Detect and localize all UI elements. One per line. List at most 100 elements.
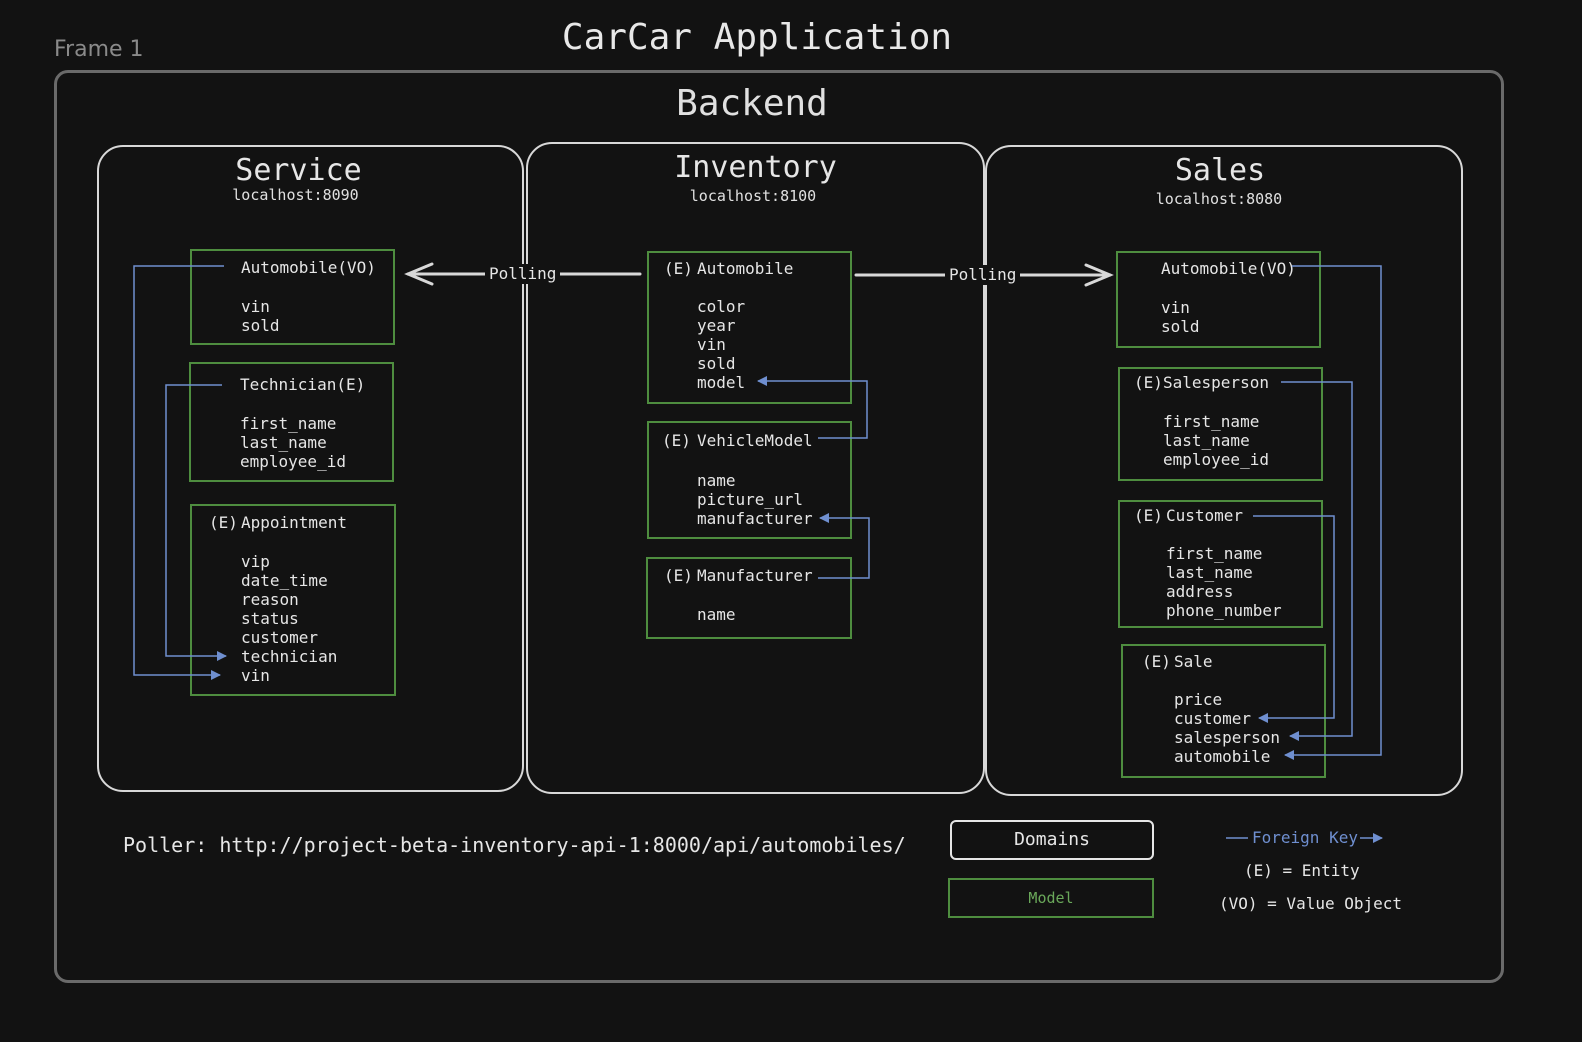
sales-customer-model <box>1118 500 1323 628</box>
service-appointment-field: status <box>241 609 299 628</box>
service-appointment-tag: (E) <box>209 513 238 532</box>
backend-title: Backend <box>676 83 828 124</box>
inventory-automobile-name: Automobile <box>697 259 794 278</box>
sales-title: Sales <box>1174 153 1266 188</box>
sales-customer-field: address <box>1166 582 1234 601</box>
legend-model: Model <box>948 878 1154 918</box>
polling-label-right: Polling <box>945 265 1021 285</box>
sales-salesperson-field: first_name <box>1163 412 1260 431</box>
sales-salesperson-model <box>1118 367 1323 481</box>
service-title: Service <box>235 153 362 188</box>
inventory-automobile-tag: (E) <box>664 259 693 278</box>
service-appointment-field: customer <box>241 628 319 647</box>
service-technician-field: last_name <box>240 433 327 452</box>
inventory-vehiclemodel-field: picture_url <box>697 490 803 509</box>
sales-salesperson-field: last_name <box>1163 431 1250 450</box>
inventory-automobile-field: sold <box>697 354 736 373</box>
legend-domains: Domains <box>950 820 1154 860</box>
inventory-manufacturer-tag: (E) <box>664 566 693 585</box>
service-domain <box>97 145 524 792</box>
inventory-domain <box>526 142 985 794</box>
sales-salesperson-name: Salesperson <box>1163 373 1269 392</box>
sales-salesperson-field: employee_id <box>1163 450 1269 469</box>
inventory-automobile-field: year <box>697 316 736 335</box>
sales-sale-name: Sale <box>1174 652 1213 671</box>
app-title: CarCar Application <box>561 17 953 58</box>
fk-sales-automobile <box>1284 265 1382 760</box>
inventory-vehiclemodel-name: VehicleModel <box>697 431 813 450</box>
inventory-automobile-field: color <box>697 297 746 316</box>
sales-host: localhost:8080 <box>1155 190 1283 208</box>
sales-sale-field: automobile <box>1174 747 1271 766</box>
service-technician-name: Technician(E) <box>240 375 366 394</box>
service-appointment-field: technician <box>241 647 338 666</box>
service-automobile-vo-field: sold <box>241 316 280 335</box>
inventory-title: Inventory <box>674 150 837 185</box>
inventory-manufacturer-name: Manufacturer <box>697 566 813 585</box>
sales-customer-name: Customer <box>1166 506 1244 525</box>
frame-label: Frame 1 <box>54 37 144 62</box>
service-host: localhost:8090 <box>232 186 359 204</box>
fk-inventory-model <box>757 376 868 439</box>
service-automobile-vo-model <box>190 249 395 345</box>
sales-customer-tag: (E) <box>1134 506 1163 525</box>
legend-value-object: (VO) = Value Object <box>1219 894 1403 913</box>
inventory-vehiclemodel-field: manufacturer <box>697 509 813 528</box>
sales-customer-field: first_name <box>1166 544 1263 563</box>
sales-automobile-vo-field: vin <box>1161 298 1190 317</box>
poller-url: Poller: http://project-beta-inventory-ap… <box>123 833 906 857</box>
sales-automobile-vo-model <box>1116 251 1321 348</box>
sales-sale-field: price <box>1174 690 1223 709</box>
sales-customer-field: phone_number <box>1166 601 1282 620</box>
service-technician-model <box>189 362 394 482</box>
fk-service-vin <box>133 265 224 680</box>
sales-sale-tag: (E) <box>1142 652 1171 671</box>
fk-service-technician <box>165 384 227 661</box>
legend-entity: (E) = Entity <box>1244 861 1360 880</box>
inventory-automobile-model <box>647 251 852 404</box>
frame-container <box>54 70 1504 983</box>
service-technician-field: first_name <box>240 414 337 433</box>
sales-automobile-vo-name: Automobile(VO) <box>1161 259 1296 278</box>
sales-sale-field: salesperson <box>1174 728 1280 747</box>
sales-domain <box>985 145 1463 796</box>
legend-foreign-key: Foreign Key <box>1252 828 1358 847</box>
inventory-vehiclemodel-field: name <box>697 471 736 490</box>
inventory-vehiclemodel-model <box>647 421 852 539</box>
inventory-manufacturer-model <box>646 557 852 639</box>
sales-sale-field: customer <box>1174 709 1252 728</box>
polling-label-left: Polling <box>485 264 561 284</box>
inventory-manufacturer-fields: name <box>697 605 736 624</box>
inventory-automobile-field: vin <box>697 335 726 354</box>
service-appointment-field: vin <box>241 666 270 685</box>
sales-salesperson-tag: (E) <box>1134 373 1163 392</box>
inventory-manufacturer-field: name <box>697 605 736 624</box>
inventory-host: localhost:8100 <box>689 187 817 205</box>
fk-sales-salesperson <box>1281 381 1353 741</box>
fk-sales-customer <box>1253 515 1335 723</box>
service-appointment-field: date_time <box>241 571 328 590</box>
inventory-vehiclemodel-tag: (E) <box>662 431 691 450</box>
sales-customer-field: last_name <box>1166 563 1253 582</box>
fk-inventory-manufacturer <box>818 513 870 579</box>
sales-automobile-vo-field: sold <box>1161 317 1200 336</box>
service-technician-field: employee_id <box>240 452 346 471</box>
service-appointment-field: reason <box>241 590 299 609</box>
service-appointment-name: Appointment <box>241 513 347 532</box>
service-appointment-field: vip <box>241 552 270 571</box>
inventory-automobile-field: model <box>697 373 746 392</box>
service-automobile-vo-name: Automobile(VO) <box>241 258 376 277</box>
sales-sale-model <box>1121 644 1326 778</box>
service-automobile-vo-field: vin <box>241 297 270 316</box>
service-appointment-model <box>190 504 396 696</box>
